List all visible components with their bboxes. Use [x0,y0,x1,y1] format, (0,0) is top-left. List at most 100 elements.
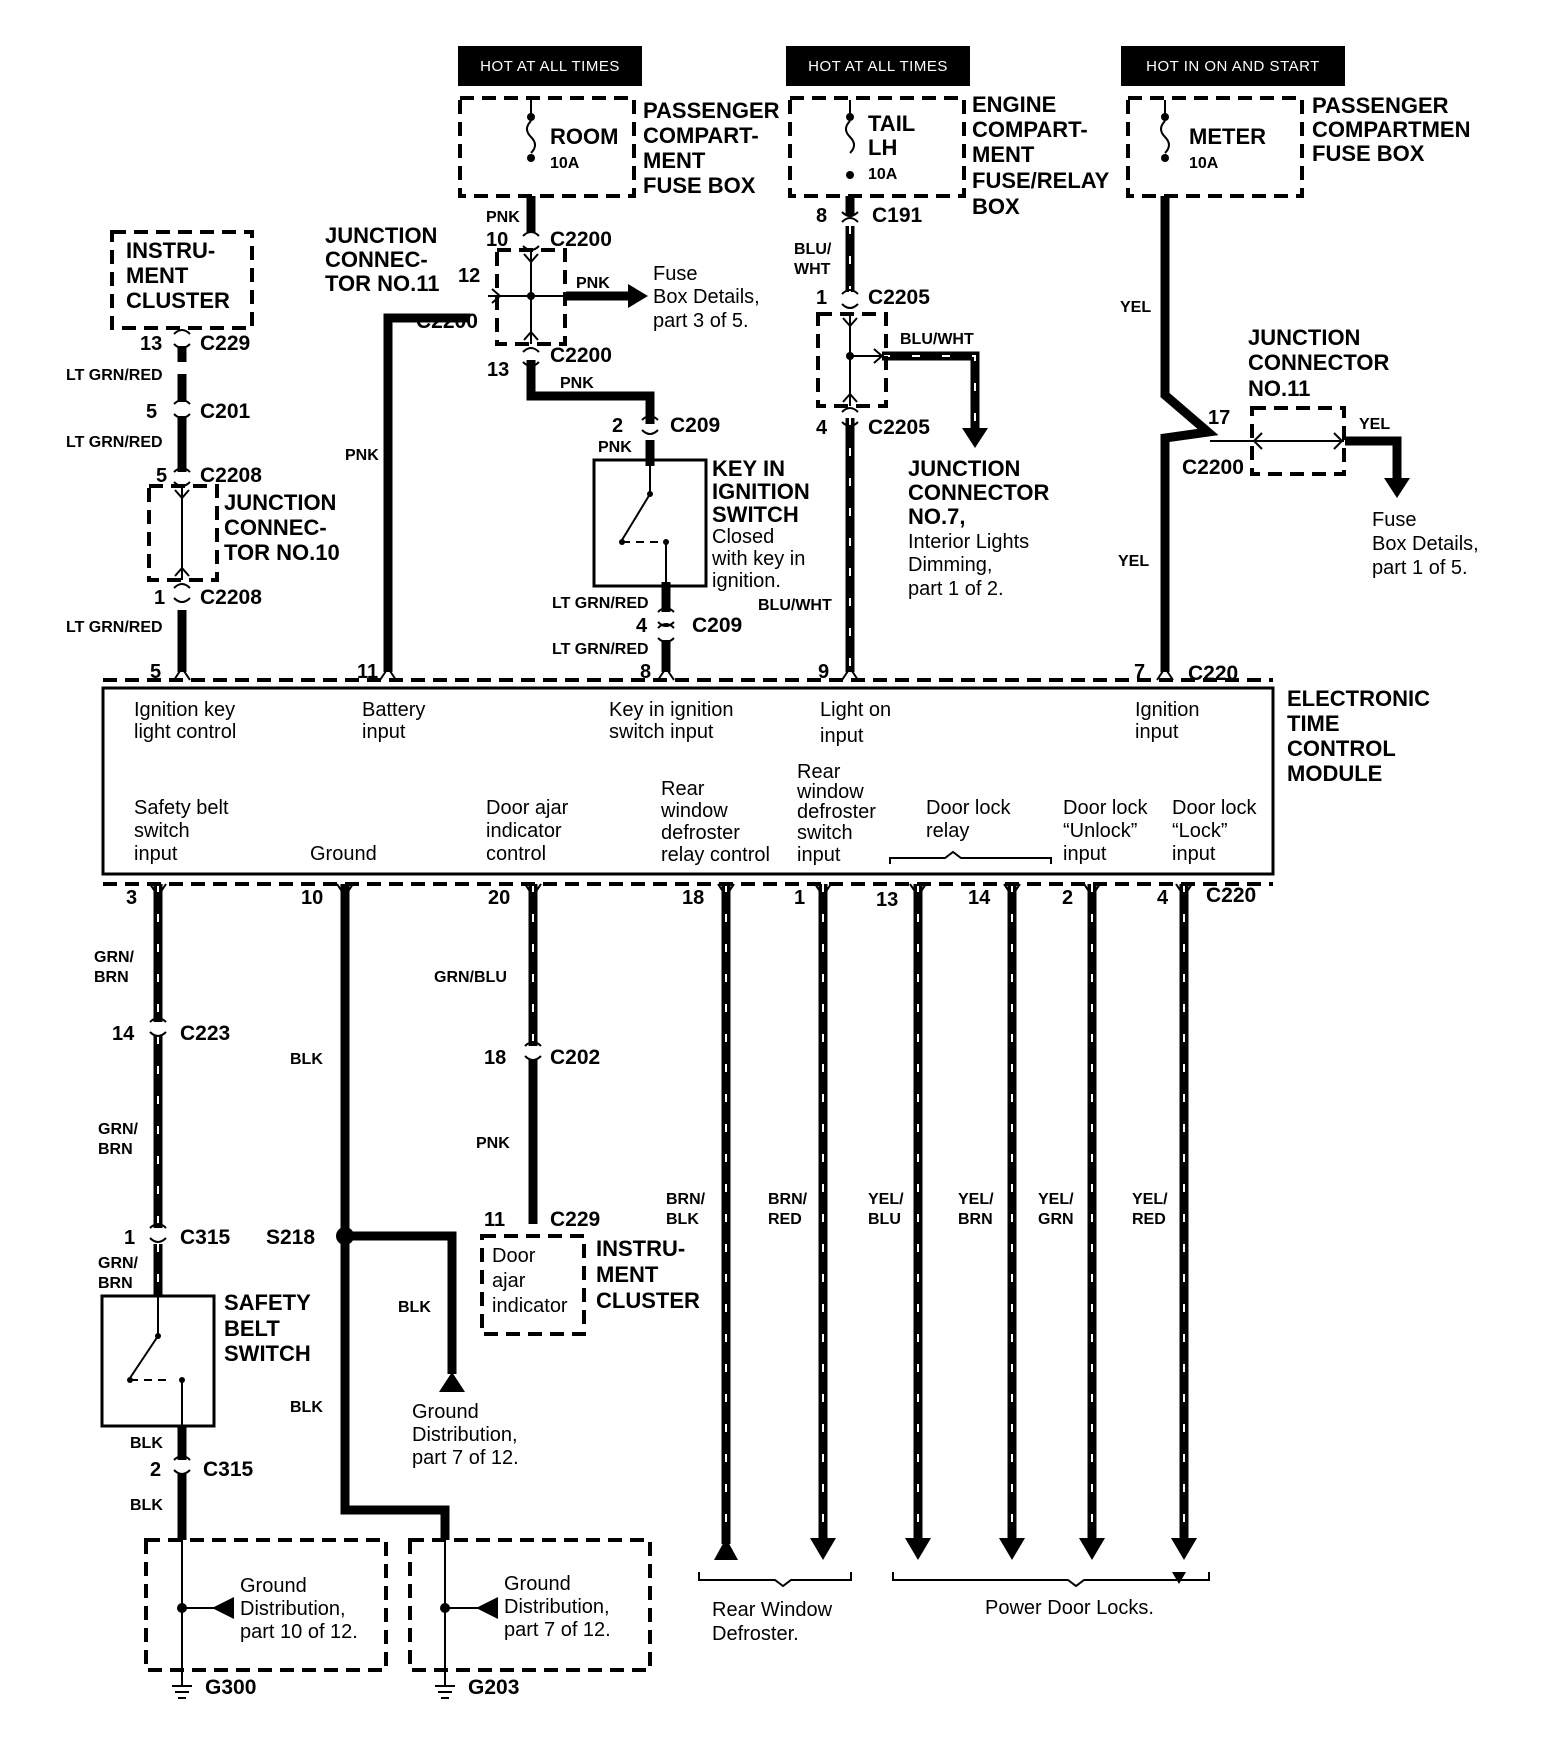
wc-yelblu-b: BLU [868,1211,901,1228]
conn-g203: G203 [468,1676,519,1699]
fuse-box-tail: TAIL LH 10A ENGINE COMPART- MENT FUSE/RE… [788,92,1110,219]
input-door-relay-2: relay [926,820,969,842]
pin-misc-1b: 1 [154,587,165,609]
safety-belt-switch: SAFETY BELT SWITCH [100,1290,311,1428]
wc-blk-3: BLK [290,1051,323,1068]
key-switch-note-1: Closed [712,526,774,548]
ground-dist-c-1: Ground [504,1573,571,1595]
wc-ltgrnred-3: LT GRN/RED [66,619,163,636]
jc7-label-2: CONNECTOR [908,480,1049,505]
wc-grnbrn-2a: GRN/ [98,1121,139,1138]
ic-bottom-label-2: MENT [596,1262,659,1287]
arrow-down-icon [810,1538,836,1560]
wc-yel-3: YEL [1118,553,1149,570]
wire-pnk-key-switch [526,360,655,424]
pin-misc-1c: 1 [124,1227,135,1249]
key-switch-note-3: ignition. [712,570,781,592]
wc-pnk-1: PNK [486,209,520,226]
wc-bluwht-1: BLU/ [794,241,832,258]
jc11-left-label-2: CONNEC- [325,247,428,272]
ground-dist-b-2: Distribution, [240,1598,346,1620]
wc-yelred-a: YEL/ [1132,1191,1168,1208]
conn-g300: G300 [205,1676,256,1699]
wc-ltgrnred-5: LT GRN/RED [552,641,649,658]
wc-pnk-4: PNK [598,439,632,456]
power-door-locks-label: Power Door Locks. [985,1597,1154,1619]
jc11-right-label-1: JUNCTION [1248,325,1360,350]
brace-tip-icon [1172,1572,1186,1584]
jc10-label-3: TOR NO.10 [224,540,340,565]
pin-misc-2: 2 [612,415,623,437]
pin-bottom-18: 18 [682,887,704,909]
fuse-box-room: ROOM 10A PASSENGER COMPART- MENT FUSE BO… [458,96,780,198]
wc-yelblu-a: YEL/ [868,1191,904,1208]
fuse-tail-box-2: COMPART- [972,117,1088,142]
input-rear-switch-1: Rear [797,761,841,783]
fuse-room-name: ROOM [550,124,618,149]
pin-numbers: 5 11 8 9 7 3 10 20 18 1 13 14 2 4 10 12 … [112,205,1230,1481]
header-room-text: HOT AT ALL TIMES [480,58,620,75]
arrow-down-icon [999,1538,1025,1560]
ground-distribution-g203: Ground Distribution, part 7 of 12. [408,1538,652,1699]
pin-bottom-20: 20 [488,887,510,909]
jc7-label-1: JUNCTION [908,456,1020,481]
key-switch-label-1: KEY IN [712,456,785,481]
wc-yel-1: YEL [1120,299,1151,316]
power-door-locks-brace [892,1572,1210,1588]
ground-dist-a-2: Distribution, [412,1424,518,1446]
fuse-tail-name-2: LH [868,135,897,160]
rear-window-label-2: Defroster. [712,1623,799,1645]
jc7-note-3: part 1 of 2. [908,578,1004,600]
wc-yelgrn-b: GRN [1038,1211,1074,1228]
wire-yel-meter [1160,196,1219,672]
input-ign-key-1: Ignition key [134,699,235,721]
input-ign-key-2: light control [134,721,236,743]
conn-c229-1: C229 [200,332,250,355]
wc-blk-1: BLK [130,1435,163,1452]
fuse-icon [1160,120,1170,154]
key-switch-label-2: IGNITION [712,479,810,504]
input-rear-switch-2: window [796,781,864,803]
header-tail: HOT AT ALL TIMES [786,46,970,86]
fuse-details-2a: Fuse [1372,509,1416,531]
ic-top-label-1: INSTRU- [126,238,215,263]
input-battery-1: Battery [362,699,425,721]
connector-marks [149,211,859,1475]
wc-pnk-2: PNK [576,275,610,292]
fuse-details-1b: Box Details, [653,286,760,308]
ground-icon [435,1685,455,1699]
wc-ltgrnred-1: LT GRN/RED [66,367,163,384]
pin-misc-5: 5 [146,401,157,423]
pin-misc-14: 14 [112,1023,135,1045]
ic-top-label-3: CLUSTER [126,288,230,313]
jc11-right-label-3: NO.11 [1248,376,1310,401]
fuse-meter-name: METER [1189,124,1266,149]
junction-connector-7 [816,312,888,408]
arrow-down-icon [1171,1538,1197,1560]
jc10-label-2: CONNEC- [224,515,327,540]
ground-dist-c-2: Distribution, [504,1596,610,1618]
ic-bottom-label-1: INSTRU- [596,1236,685,1261]
fuse-box-meter: METER 10A PASSENGER COMPARTMEN FUSE BOX [1126,93,1470,198]
wc-brnblk-b: BLK [666,1211,699,1228]
pin-misc-4: 4 [636,615,648,637]
jc10-label-1: JUNCTION [224,490,336,515]
safety-belt-label-2: BELT [224,1316,280,1341]
input-rear-relay-1: Rear [661,778,705,800]
header-tail-text: HOT AT ALL TIMES [808,58,948,75]
conn-c209-2: C209 [692,614,742,637]
pin-bottom-14: 14 [968,887,991,909]
wc-blk-2: BLK [130,1497,163,1514]
conn-s218: S218 [266,1226,315,1249]
input-rear-relay-3: defroster [661,822,740,844]
input-belt-2: switch [134,820,190,842]
header-meter-text: HOT IN ON AND START [1146,58,1320,75]
pin-misc-18: 18 [484,1047,506,1069]
conn-c2200-4: C2200 [1182,456,1244,479]
wc-pnk-6: PNK [476,1135,510,1152]
fuse-icon [845,120,855,154]
arrow-down-icon [1079,1538,1105,1560]
fuse-room-box-3: MENT [643,148,706,173]
input-belt-1: Safety belt [134,797,229,819]
junction-connector-11-right [1210,406,1346,476]
